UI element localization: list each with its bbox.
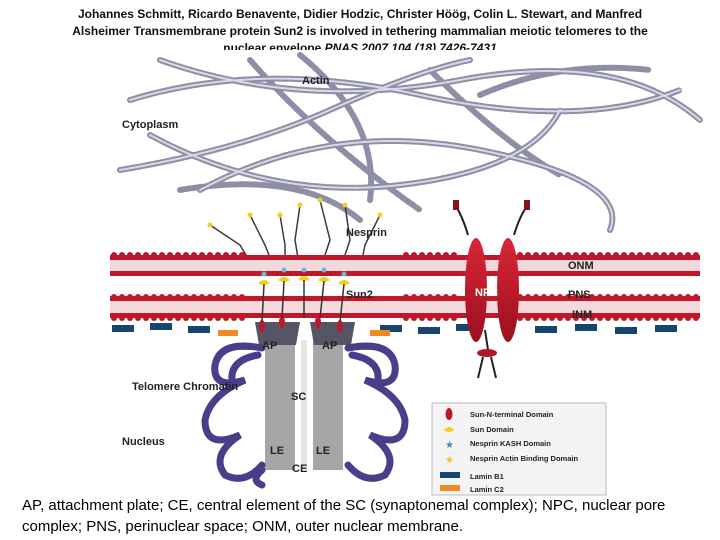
onm-label: ONM [568,260,594,272]
synaptonemal-complex [265,340,343,470]
attachment-plates [255,267,355,345]
inner-nuclear-membrane [110,294,700,321]
header-line-1: Johannes Schmitt, Ricardo Benavente, Did… [77,7,643,21]
actin-filaments [117,52,703,233]
blue-star-icon: ★ [445,440,454,451]
ap-left-label: AP [262,340,277,352]
legend-item-lamin-b1: Lamin B1 [440,472,504,481]
legend-label: Sun Domain [470,425,514,434]
header-line-2: Alsheimer Transmembrane protein Sun2 is … [72,24,648,38]
legend-label: Lamin B1 [470,472,504,481]
inm-label: INM [572,309,592,321]
sc-label: SC [291,391,306,403]
cytoplasm-label: Cytoplasm [122,119,178,131]
journal-reference: PNAS 2007 104 (18) 7426-7431 [324,41,497,50]
outer-nuclear-membrane [110,252,700,279]
ce-label: CE [292,463,307,475]
header-title-tail: nuclear envelope [223,41,325,50]
sun2-label: Sun2 [346,289,373,301]
yellow-star-icon: ★ [445,455,454,466]
legend: Sun-N-terminal Domain Sun Domain ★ Nespr… [431,402,607,496]
actin-binding-stars [207,197,383,228]
navy-bar-icon [440,472,460,478]
legend-label: Nesprin KASH Domain [470,439,551,448]
legend-item-sun-domain: Sun Domain [444,425,514,434]
le-left-label: LE [270,445,284,457]
reference-header: Johannes Schmitt, Ricardo Benavente, Did… [0,6,720,50]
legend-label: Nesprin Actin Binding Domain [470,454,578,463]
nucleus-label: Nucleus [122,436,165,448]
telomere-chromatin-loops [201,342,409,489]
legend-item-actin-binding: ★ Nesprin Actin Binding Domain [445,454,578,466]
nesprin-label: Nesprin [346,227,387,239]
orange-bar-icon [440,485,460,491]
nuclear-lamina [112,323,677,350]
legend-label: Sun-N-terminal Domain [470,410,554,419]
legend-item-kash: ★ Nesprin KASH Domain [445,439,551,451]
nuclear-pore-complex [453,200,530,379]
legend-label: Lamin C2 [470,485,504,494]
le-right-label: LE [316,445,330,457]
yellow-crescent-icon [444,427,454,432]
telomere-chromatin-label: Telomere Chromatin [132,381,238,393]
red-oval-icon [445,408,453,420]
perinuclear-space [110,276,700,296]
actin-label: Actin [302,75,330,87]
figure-caption: AP, attachment plate; CE, central elemen… [22,497,666,535]
npc-label: NPC [475,287,498,299]
pns-label: PNS [568,289,591,301]
legend-item-lamin-c2: Lamin C2 [440,485,504,494]
ap-right-label: AP [322,340,337,352]
legend-item-sun-n: Sun-N-terminal Domain [445,408,554,420]
header-line-3: nuclear envelope PNAS 2007 104 (18) 7426… [0,40,720,50]
